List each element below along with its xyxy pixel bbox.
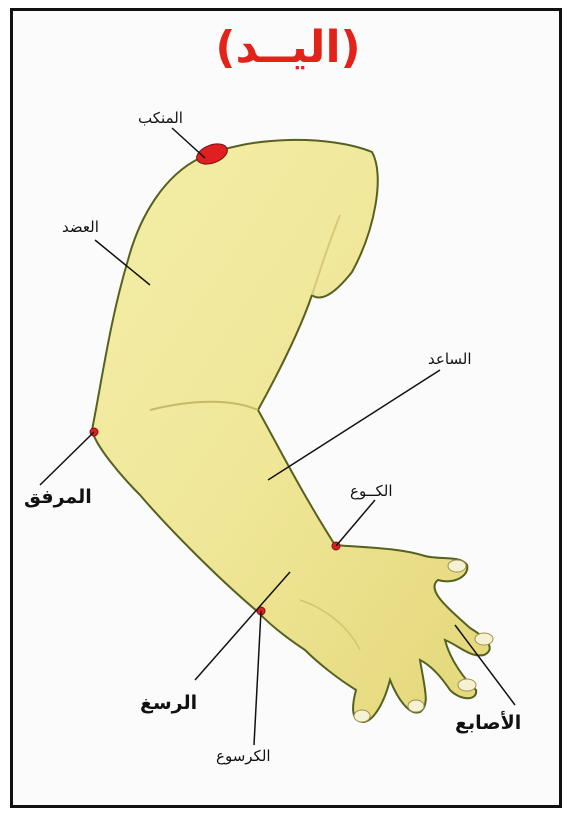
label-upper-arm: العضد [62, 218, 99, 236]
fingernail [458, 679, 476, 691]
label-fingers: الأصابع [455, 712, 521, 734]
arm-shape [92, 140, 490, 722]
wrist-thumb-leader [336, 500, 375, 546]
label-ulna-end: الكرسوع [216, 747, 271, 765]
forearm-leader [268, 370, 440, 480]
label-wrist-thumb-side: الكــوع [350, 482, 393, 500]
fingernail [408, 700, 424, 712]
fingernail [354, 710, 370, 722]
label-forearm: الساعد [428, 350, 472, 368]
elbow-leader [40, 432, 94, 485]
label-wrist-pinky-side: الرسغ [140, 692, 197, 714]
fingernail [475, 633, 493, 645]
label-elbow: المرفق [24, 486, 92, 508]
shoulder-leader [172, 128, 205, 158]
ulna-end-leader [254, 611, 261, 745]
fingernail [448, 560, 466, 572]
label-shoulder: المنكب [138, 109, 183, 127]
